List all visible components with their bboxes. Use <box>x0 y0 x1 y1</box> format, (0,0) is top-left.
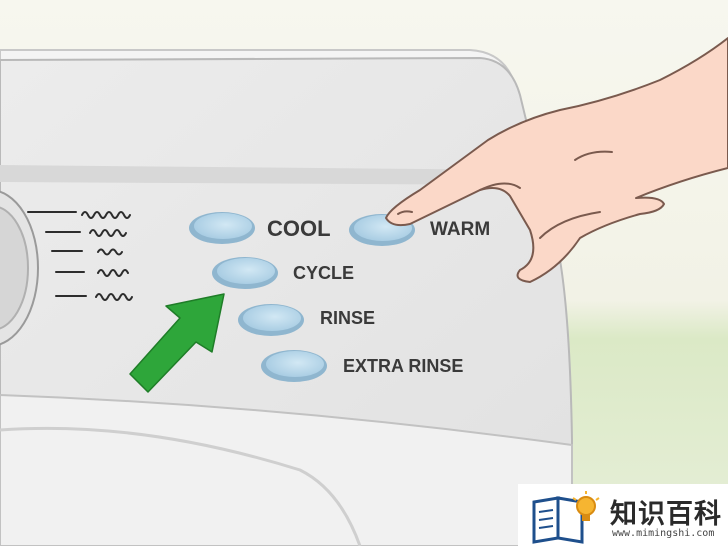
door-ring <box>0 426 362 546</box>
watermark-url: www.mimingshi.com <box>612 528 715 539</box>
cool-button[interactable] <box>189 212 255 244</box>
squiggle-icon <box>97 248 123 256</box>
watermark-title: 知识百科 <box>610 499 722 530</box>
hand-illustration <box>385 37 728 283</box>
book-lightbulb-icon <box>532 491 600 544</box>
panel-highlight <box>0 165 534 185</box>
arrow-up-right-icon <box>129 293 225 393</box>
squiggle-icon <box>97 269 129 277</box>
warm-label: WARM <box>430 219 491 240</box>
rinse-label: RINSE <box>320 308 376 328</box>
cycle-button[interactable] <box>212 257 278 289</box>
washer-door-area <box>0 393 573 546</box>
extra-rinse-button[interactable] <box>261 350 327 382</box>
cycle-label: CYCLE <box>293 263 355 283</box>
dial-setting-marks <box>27 211 133 301</box>
squiggle-icon <box>95 293 133 301</box>
squiggle-icon <box>81 211 131 219</box>
rinse-button[interactable] <box>238 304 304 336</box>
watermark: 知识百科 www.mimingshi.com <box>518 484 728 546</box>
squiggle-icon <box>89 229 127 237</box>
extra-rinse-label: EXTRA RINSE <box>343 356 464 376</box>
cool-label: COOL <box>267 216 331 241</box>
dial-knob[interactable] <box>0 190 39 346</box>
